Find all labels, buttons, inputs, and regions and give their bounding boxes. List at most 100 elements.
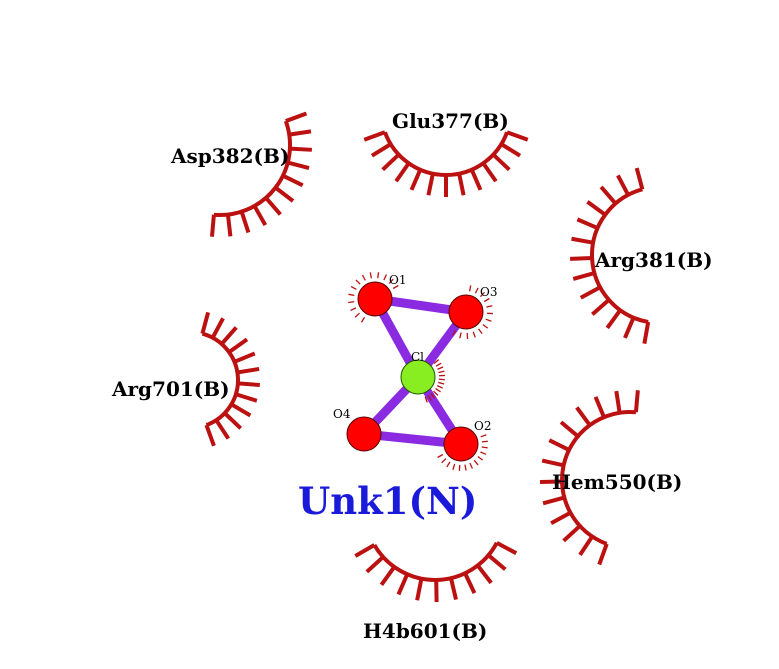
arc-spoke [210,317,225,339]
atom-label-o4: O4 [333,407,351,421]
arc-spoke [597,543,609,566]
arc-curve [383,131,509,177]
contact-ray [437,453,444,459]
atom-cl [400,359,436,395]
residue-label-arg381: Arg381(B) [594,248,713,272]
arc-spoke [252,204,268,227]
arc-spoke [593,396,606,418]
arc-spoke [285,111,308,123]
hydrophobic-arc-glu377 [363,130,529,197]
arc-spoke [379,565,396,586]
contact-ray [441,458,447,464]
arc-spoke [642,321,651,344]
contact-ray [433,359,440,364]
atom-label-o1: O1 [389,273,406,287]
arc-spoke [237,381,260,387]
contact-ray [438,381,445,385]
contact-ray [472,331,476,338]
arc-spoke [282,173,304,188]
contact-ray [469,462,473,469]
contact-ray [424,396,428,403]
arc-spoke [605,308,622,330]
contact-ray [388,278,394,284]
atom-o3 [448,294,484,330]
arc-spoke [457,173,466,196]
arc-spoke [469,168,483,191]
contact-ray [361,274,366,281]
arc-spoke [415,578,424,601]
atom-labels: O1 O3 Cl O4 O2 [333,273,497,433]
arc-curve [372,541,499,582]
residue-label-h4b601: H4b601(B) [363,619,487,643]
contact-ray [355,279,361,285]
arc-spoke [394,162,411,183]
arc-spoke [623,316,636,339]
arc-spoke [237,366,260,375]
ligand-atoms [346,281,484,462]
contact-ray [485,318,492,322]
arc-spoke [381,153,401,172]
arc-spoke [264,196,282,216]
contact-ray [480,434,487,438]
arc-spoke [227,337,249,354]
arc-spoke [571,236,594,245]
arc-spoke [230,402,252,418]
arc-spoke [576,217,599,230]
contact-ray [350,307,357,311]
arc-spoke [575,406,592,427]
arc-spoke [204,424,216,447]
contact-ray [452,463,456,470]
arc-spoke [287,160,310,170]
hydrophobic-arc-arg701 [200,311,260,447]
arc-spoke [396,573,410,596]
contact-ray [446,461,451,468]
arc-spoke [548,438,570,452]
contact-ray [348,293,355,296]
arc-spoke [476,564,493,585]
contact-ray [383,274,387,281]
arc-spoke [578,535,594,556]
arc-spoke [616,174,630,196]
arc-spoke [209,214,216,237]
arc-spoke [633,390,640,413]
contact-ray [459,332,462,339]
arc-spoke [579,285,602,300]
arc-spoke [409,168,423,191]
contact-ray [354,312,360,318]
arc-spoke [506,130,529,142]
arc-spoke [220,326,238,346]
contact-ray [480,451,487,455]
contact-ray [348,301,355,304]
atom-label-o2: O2 [474,419,491,433]
arc-curve [213,120,292,217]
arc-spoke [542,495,565,506]
contact-ray [451,329,457,336]
arc-spoke [449,577,458,601]
contact-ray [477,456,484,461]
arc-spoke [491,153,511,172]
contact-ray [464,464,467,471]
hydrophobic-arc-asp382 [209,111,312,237]
arc-spoke [239,210,251,234]
arc-spoke [426,173,435,196]
contact-ray [437,366,444,370]
arc-spoke [288,129,312,137]
atom-label-o3: O3 [480,285,497,299]
arc-spoke [223,411,243,430]
residue-label-arg701: Arg701(B) [111,377,230,401]
contact-ray [438,378,445,381]
arc-spoke [487,553,507,571]
hydrophobic-arc-hem550 [539,390,640,566]
arc-spoke [200,311,211,335]
contact-ray [430,393,436,399]
contact-ray [478,328,483,335]
contact-ray [481,446,488,449]
arc-spoke [363,130,386,142]
residue-label-asp382: Asp382(B) [170,144,289,168]
ligand-name-label: Unk1(N) [298,479,477,523]
arc-spoke [233,351,256,364]
atom-contact-rays-cl [424,359,445,403]
arc-spoke [550,510,572,526]
arc-spoke [365,555,385,574]
arc-spoke [495,541,518,555]
